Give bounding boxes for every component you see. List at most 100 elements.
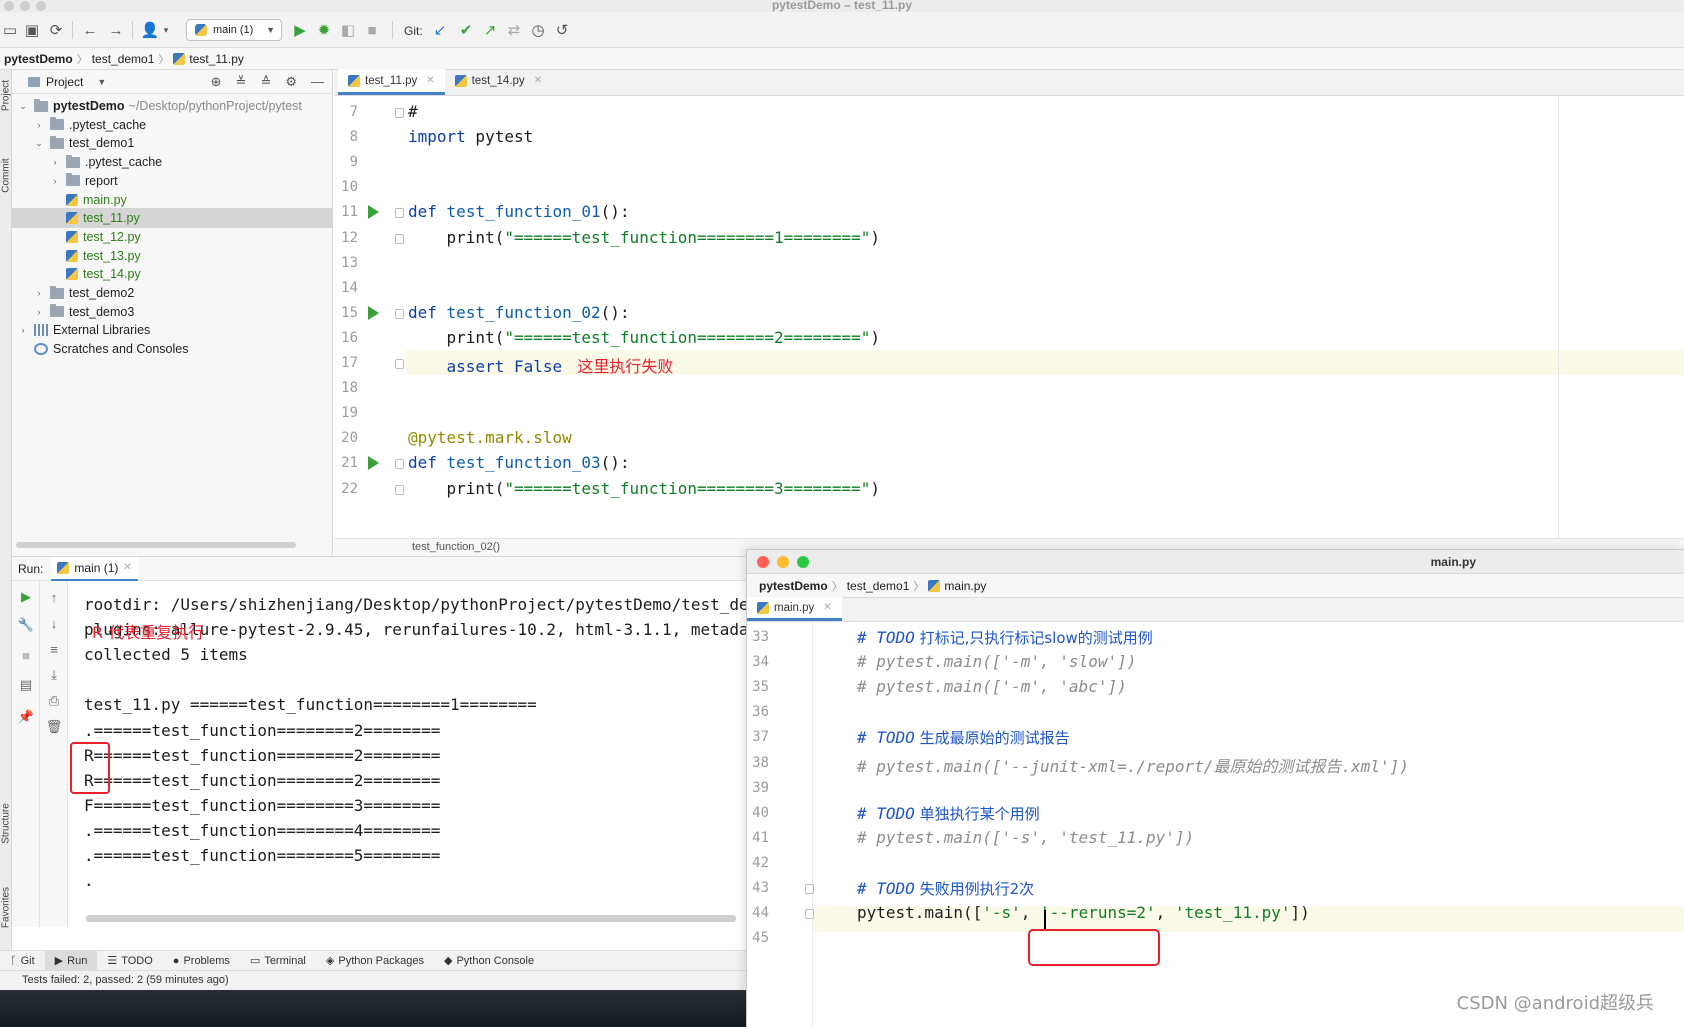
sync-icon[interactable]: ⟳ xyxy=(49,22,63,39)
breadcrumb-project[interactable]: pytestDemo xyxy=(759,578,828,593)
forward-icon[interactable]: → xyxy=(108,21,124,39)
pin-icon[interactable]: 📌 xyxy=(17,709,35,724)
fold-icon[interactable] xyxy=(395,484,404,495)
editor-tab-main[interactable]: main.py ✕ xyxy=(747,597,842,621)
tree-item[interactable]: ›test_demo2 xyxy=(12,283,333,303)
breadcrumb-file[interactable]: main.py xyxy=(924,579,990,593)
tool-tab-project[interactable]: Project xyxy=(0,79,12,112)
chevron-right-icon[interactable]: › xyxy=(37,306,41,317)
tree-item[interactable]: test_11.py xyxy=(12,208,333,229)
tree-item[interactable]: test_14.py xyxy=(12,264,333,284)
tree-item[interactable]: ⌄pytestDemo ~/Desktop/pythonProject/pyte… xyxy=(12,96,333,116)
arrow-down-icon[interactable]: ↓ xyxy=(50,615,58,631)
save-icon[interactable]: ▣ xyxy=(24,22,40,39)
close-window-button[interactable] xyxy=(757,556,769,568)
tree-item[interactable]: ›report xyxy=(12,171,333,191)
tool-tab-python-packages[interactable]: ◈Python Packages xyxy=(316,951,434,971)
breadcrumb-folder[interactable]: test_demo1 xyxy=(91,51,155,66)
project-horizontal-scrollbar[interactable] xyxy=(16,542,296,548)
close-icon[interactable]: ✕ xyxy=(426,75,435,86)
git-push-icon[interactable]: ↗ xyxy=(483,22,497,39)
coverage-icon[interactable]: ◧ xyxy=(340,22,356,39)
fold-icon[interactable] xyxy=(395,208,404,219)
fold-icon[interactable] xyxy=(395,308,404,319)
chevron-down-icon[interactable]: ▾ xyxy=(163,24,169,35)
run-test-icon[interactable] xyxy=(368,205,379,220)
breadcrumb-project[interactable]: pytestDemo xyxy=(4,51,73,66)
run-icon[interactable]: ▶ xyxy=(294,22,306,39)
tool-tab-run[interactable]: ▶Run xyxy=(44,950,98,971)
git-compare-icon[interactable]: ⇄ xyxy=(507,22,521,39)
soft-wrap-icon[interactable]: ≡ xyxy=(50,641,58,657)
editor-tab-test-14[interactable]: test_14.py ✕ xyxy=(445,69,552,95)
chevron-right-icon[interactable]: › xyxy=(21,325,25,336)
open-folder-icon[interactable]: ▭ xyxy=(2,22,18,39)
tool-tab-structure[interactable]: Structure xyxy=(0,803,12,844)
chevron-right-icon[interactable]: › xyxy=(37,119,41,130)
scroll-to-end-icon[interactable]: ⤓ xyxy=(51,667,57,682)
print-icon[interactable]: ⎙ xyxy=(48,693,60,708)
fold-icon[interactable] xyxy=(805,884,814,894)
fold-icon[interactable] xyxy=(395,108,404,118)
collapse-all-icon[interactable]: ≙ xyxy=(260,74,272,89)
fold-icon[interactable] xyxy=(395,459,404,470)
breadcrumb-folder[interactable]: test_demo1 xyxy=(846,578,910,593)
stop-icon[interactable]: ■ xyxy=(22,647,30,663)
run-test-icon[interactable] xyxy=(368,456,379,471)
editor-tab-test-11[interactable]: test_11.py ✕ xyxy=(338,69,445,95)
tree-item[interactable]: ›External Libraries xyxy=(12,320,333,340)
stop-icon[interactable]: ■ xyxy=(367,21,377,39)
run-test-icon[interactable] xyxy=(368,305,379,320)
vcs-user-icon[interactable]: 👤 xyxy=(140,22,160,39)
chevron-down-icon[interactable]: ⌄ xyxy=(19,100,27,111)
tool-tab-problems[interactable]: ●Problems xyxy=(163,951,240,971)
tool-tab-python-console[interactable]: ◆Python Console xyxy=(434,951,544,971)
layout-icon[interactable]: ▤ xyxy=(19,677,33,692)
debug-icon[interactable]: ✹ xyxy=(317,22,331,39)
hide-icon[interactable]: — xyxy=(311,74,324,89)
tree-item[interactable]: ›.pytest_cache xyxy=(12,152,333,172)
tree-item[interactable]: ⌄test_demo1 xyxy=(12,133,333,153)
console-horizontal-scrollbar[interactable] xyxy=(86,915,736,922)
project-view-select[interactable]: Project xyxy=(46,74,84,89)
close-icon[interactable]: ✕ xyxy=(823,602,832,613)
tool-tab-favorites[interactable]: Favorites xyxy=(0,886,12,929)
expand-all-icon[interactable]: ≚ xyxy=(235,74,247,89)
run-configuration-select[interactable]: main (1) ▼ xyxy=(186,19,282,41)
tool-tab-todo[interactable]: ☰TODO xyxy=(97,951,162,971)
wrench-icon[interactable]: 🔧 xyxy=(17,617,35,632)
minimize-window-button[interactable] xyxy=(20,1,30,11)
chevron-right-icon[interactable]: › xyxy=(53,175,57,186)
rollback-icon[interactable]: ↺ xyxy=(555,22,569,39)
tree-item[interactable]: main.py xyxy=(12,190,333,210)
close-icon[interactable]: ✕ xyxy=(123,562,132,573)
git-update-icon[interactable]: ↙ xyxy=(433,22,447,39)
breadcrumb-file[interactable]: test_11.py xyxy=(169,52,247,66)
run-tab-main[interactable]: main (1) ✕ xyxy=(51,556,138,581)
fold-icon[interactable] xyxy=(805,909,814,920)
close-window-button[interactable] xyxy=(4,1,14,11)
zoom-window-button[interactable] xyxy=(797,556,809,568)
tree-item[interactable]: Scratches and Consoles xyxy=(12,339,333,359)
trash-icon[interactable]: 🗑 xyxy=(45,719,63,734)
chevron-down-icon[interactable]: ⌄ xyxy=(35,137,43,148)
minimize-window-button[interactable] xyxy=(777,556,789,568)
tree-item[interactable]: test_12.py xyxy=(12,227,333,247)
rerun-icon[interactable]: ▶ xyxy=(21,589,31,604)
locate-icon[interactable]: ⊕ xyxy=(210,74,222,89)
tree-item[interactable]: ›test_demo3 xyxy=(12,302,333,322)
gear-icon[interactable]: ⚙ xyxy=(285,74,297,89)
chevron-right-icon[interactable]: › xyxy=(37,288,41,298)
history-icon[interactable]: ◷ xyxy=(531,22,545,39)
tool-tab-terminal[interactable]: ▭Terminal xyxy=(240,951,316,971)
chevron-right-icon[interactable]: › xyxy=(53,157,57,168)
close-icon[interactable]: ✕ xyxy=(533,75,543,86)
chevron-down-icon[interactable]: ▼ xyxy=(97,76,107,87)
tool-tab-commit[interactable]: Commit xyxy=(0,158,12,193)
git-commit-icon[interactable]: ✔ xyxy=(459,22,473,39)
zoom-window-button[interactable] xyxy=(36,1,46,11)
arrow-up-icon[interactable]: ↑ xyxy=(50,589,58,605)
tree-item[interactable]: test_13.py xyxy=(12,246,333,266)
fold-icon[interactable] xyxy=(395,359,404,369)
